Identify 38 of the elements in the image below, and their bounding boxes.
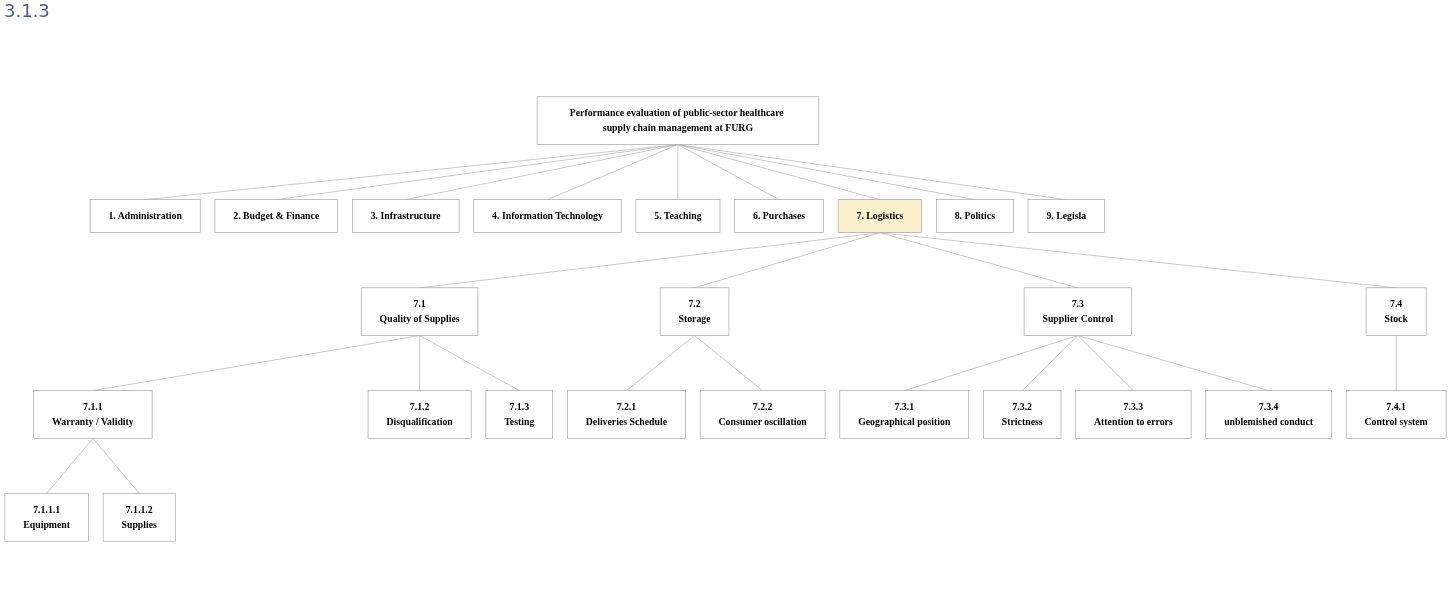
- node-box: Performance evaluation of public-sector healthcare supply chain management at FURG: [536, 96, 820, 145]
- node-box: 7.1.3 Testing: [485, 390, 553, 439]
- section-number: 3.1.3: [4, 0, 50, 21]
- node-box: 7.1.1.2 Supplies: [102, 493, 176, 542]
- node-box: 7. Logistics: [837, 199, 922, 233]
- node-box: 7.3.2 Strictness: [983, 390, 1062, 439]
- connector: [1021, 335, 1079, 391]
- node-box: 7.3.3 Attention to errors: [1075, 390, 1192, 439]
- node-box: 1. Administration: [89, 199, 201, 233]
- node-box: 7.1.1 Warranty / Validity: [33, 390, 153, 439]
- connector: [677, 144, 780, 200]
- connector: [626, 335, 695, 391]
- connector: [46, 438, 94, 494]
- connector: [694, 335, 763, 391]
- node-box: 7.1.1.1 Equipment: [4, 493, 89, 542]
- connector: [547, 144, 679, 200]
- node-box: 5. Teaching: [635, 199, 721, 233]
- connector: [1077, 335, 1134, 391]
- node-box: 7.1.2 Disqualification: [367, 390, 472, 439]
- connector: [419, 335, 520, 391]
- node-box: 3. Infrastructure: [352, 199, 460, 233]
- node-box: 7.4.1 Control system: [1345, 390, 1447, 439]
- node-box: 9. Legisla: [1027, 199, 1105, 233]
- node-box: 7.1 Quality of Supplies: [360, 287, 479, 336]
- node-box: 2. Budget & Finance: [214, 199, 338, 233]
- node-box: 7.2.2 Consumer oscillation: [699, 390, 826, 439]
- node-box: 7.3.1 Geographical position: [839, 390, 970, 439]
- node-box: 7.2 Storage: [659, 287, 730, 336]
- node-box: 7.3.4 unblemished conduct: [1205, 390, 1332, 439]
- node-box: 6. Purchases: [734, 199, 824, 233]
- node-box: 8. Politics: [936, 199, 1014, 233]
- connector: [419, 335, 420, 391]
- node-box: 7.4 Stock: [1365, 287, 1427, 336]
- connector: [92, 438, 140, 494]
- node-box: 4. Information Technology: [473, 199, 622, 233]
- node-box: 7.2.1 Deliveries Schedule: [567, 390, 686, 439]
- connector: [1395, 335, 1397, 391]
- node-box: 7.3 Supplier Control: [1023, 287, 1132, 336]
